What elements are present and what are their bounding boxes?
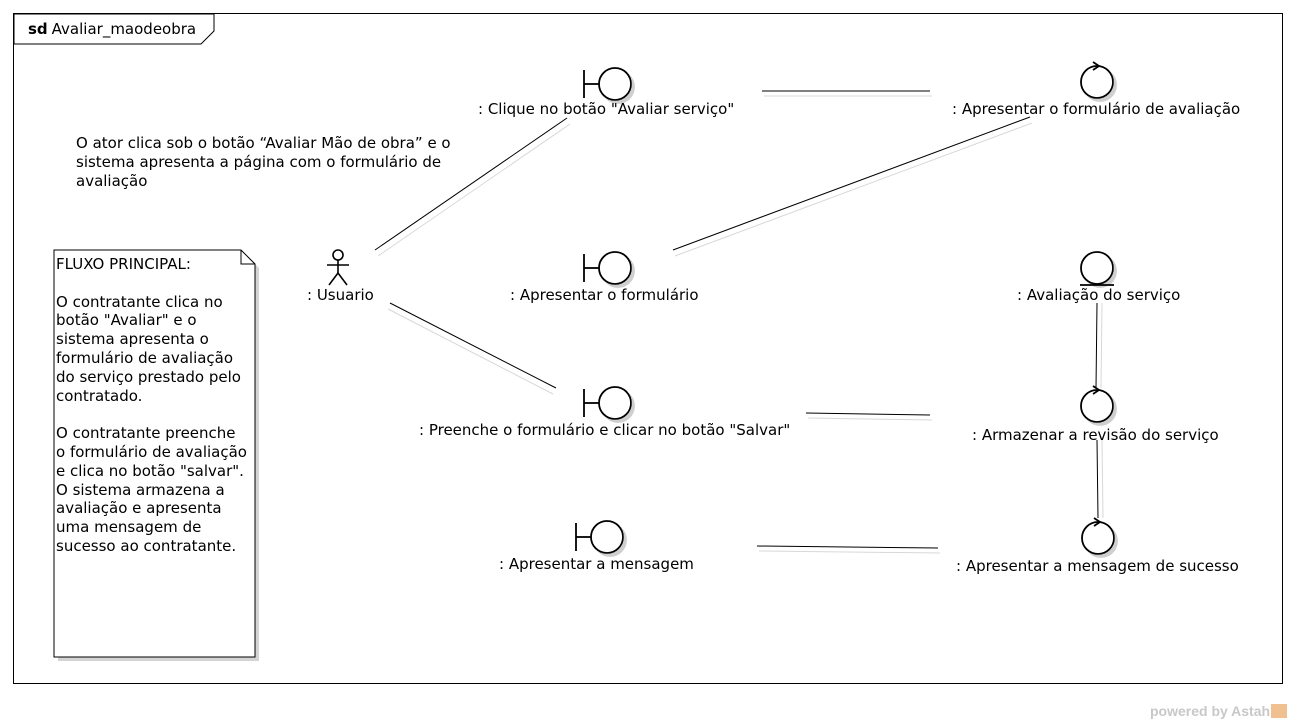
boundary-label-mensagem: : Apresentar a mensagem: [499, 555, 694, 573]
comment-text: O ator clica sob o botão “Avaliar Mão de…: [76, 134, 451, 190]
note-shape: [53, 249, 259, 661]
link-mensagem-sucesso: [756, 545, 939, 549]
astah-logo-icon: [1271, 704, 1288, 718]
link-usuario-preenche: [389, 302, 557, 389]
boundary-label-clique: : Clique no botão "Avaliar serviço": [478, 100, 735, 118]
boundary-icon-preenche[interactable]: [583, 386, 632, 420]
control-label-armazenar: : Armazenar a revisão do serviço: [972, 426, 1219, 444]
actor-icon[interactable]: [327, 249, 349, 286]
boundary-label-preenche: : Preenche o formulário e clicar no botã…: [419, 421, 791, 439]
link-apresentar-form: [672, 116, 1031, 251]
boundary-icon-clique[interactable]: [583, 67, 632, 101]
control-icon-armazenar[interactable]: [1080, 385, 1114, 423]
link-avaliacao-armazenar: [1095, 302, 1098, 389]
control-icon-mensagem-sucesso[interactable]: [1081, 517, 1115, 555]
entity-icon-avaliacao[interactable]: [1080, 251, 1114, 286]
link-armazenar-sucesso: [1096, 439, 1099, 519]
control-icon-apresentar-form-avaliacao[interactable]: [1080, 61, 1114, 99]
boundary-icon-mensagem[interactable]: [575, 520, 624, 554]
control-label-apresentar-form-avaliacao: : Apresentar o formulário de avaliação: [952, 100, 1241, 118]
frame-tab: [13, 13, 215, 45]
powered-by-footer: powered by Astah: [1150, 703, 1288, 719]
link-preenche-armazenar: [805, 412, 931, 416]
link-usuario-clique: [374, 117, 568, 251]
links: [374, 90, 1104, 554]
boundary-icon-apresentar-formulario[interactable]: [583, 251, 632, 285]
control-label-mensagem-sucesso: : Apresentar a mensagem de sucesso: [956, 557, 1239, 575]
note-text: FLUXO PRINCIPAL: O contratante clica no …: [56, 255, 247, 555]
entity-label-avaliacao: : Avaliação do serviço: [1017, 286, 1181, 304]
boundary-label-apresentar-formulario: : Apresentar o formulário: [510, 286, 699, 304]
actor-label: : Usuario: [307, 286, 374, 304]
